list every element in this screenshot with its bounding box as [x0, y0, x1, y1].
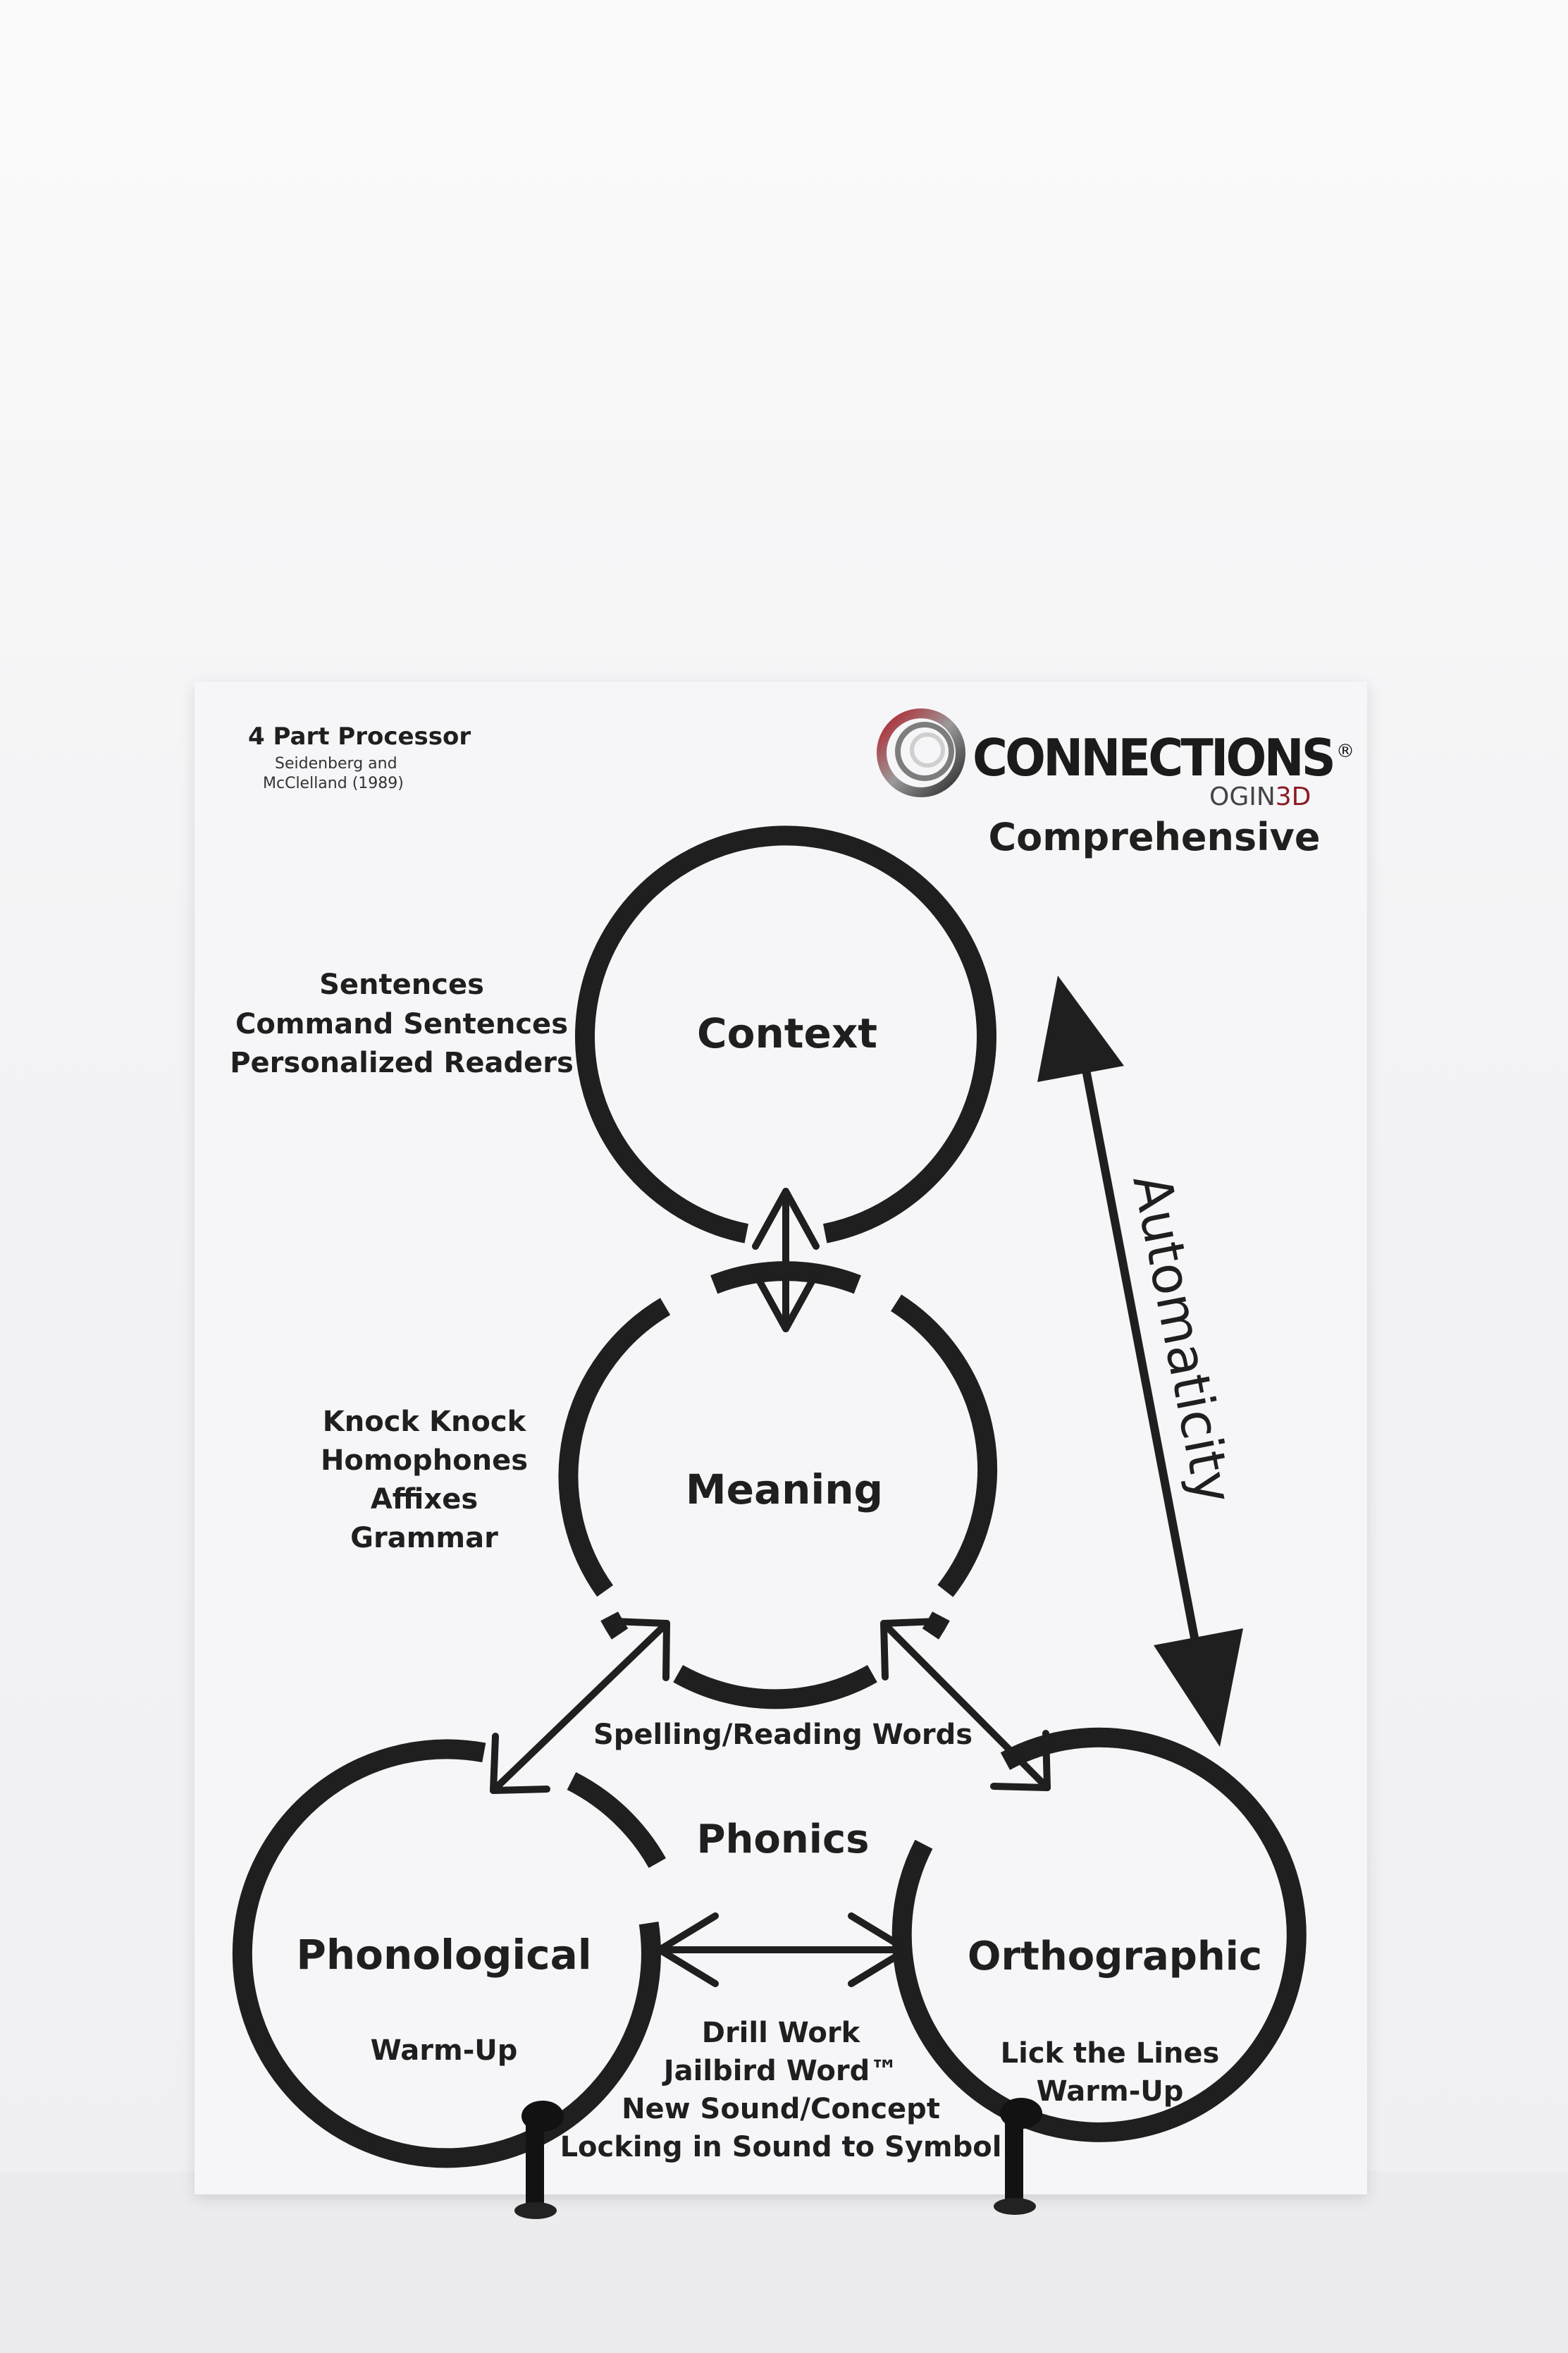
phonics-activities: Drill Work Jailbird Word™ New Sound/Conc… [560, 2017, 1002, 2163]
meaning-orthographic-arrow [880, 1618, 1051, 1791]
list-item: Warm-Up [371, 2034, 518, 2067]
brand-sub-part1: OGIN [1209, 782, 1276, 811]
context-label: Context [697, 1009, 877, 1057]
display-stand [514, 2098, 1042, 2219]
list-item: Personalized Readers [230, 1047, 574, 1079]
meaning-label: Meaning [686, 1466, 883, 1513]
context-activities: Sentences Command Sentences Personalized… [230, 969, 574, 1079]
automaticity-arrow [1037, 976, 1243, 1747]
spelling-reading-words-label: Spelling/Reading Words [593, 1719, 973, 1751]
brand-sub: OGIN3D [1209, 782, 1311, 811]
arrowhead-down-icon [1154, 1628, 1243, 1747]
citation-line-1: Seidenberg and [275, 755, 397, 773]
orthographic-label: Orthographic [968, 1934, 1262, 1979]
brand-sub-part2: 3D [1276, 782, 1311, 811]
list-item: Homophones [321, 1444, 528, 1477]
list-item: Grammar [350, 1522, 498, 1554]
list-item: Knock Knock [323, 1406, 527, 1438]
phonological-orthographic-arrow [656, 1912, 910, 1987]
list-item: Affixes [371, 1483, 478, 1516]
meaning-circle-upper-right [891, 1294, 997, 1597]
connections-logo: CONNECTIONS ® OGIN3D Comprehensive [877, 708, 1354, 859]
list-item: Warm-Up [1037, 2075, 1184, 2108]
list-item: Command Sentences [235, 1008, 568, 1040]
phonological-circle [232, 1739, 667, 2168]
meaning-activities: Knock Knock Homophones Affixes Grammar [321, 1406, 528, 1554]
arrowhead-up-icon [1037, 976, 1124, 1082]
diagram-title: 4 Part Processor [248, 723, 471, 751]
registered-mark: ® [1336, 741, 1354, 762]
logo-ring-inner-icon [895, 722, 954, 781]
list-item: Lick the Lines [1001, 2037, 1220, 2070]
list-item: Locking in Sound to Symbol [560, 2131, 1002, 2163]
citation-line-2: McClelland (1989) [263, 775, 404, 792]
list-item: Drill Work [702, 2017, 861, 2049]
list-item: New Sound/Concept [622, 2093, 940, 2125]
list-item: Sentences [319, 969, 484, 1001]
context-circle [575, 825, 996, 1243]
brand-tagline: Comprehensive [989, 815, 1321, 859]
phonics-label: Phonics [697, 1817, 870, 1862]
meaning-phonological-arrow [490, 1618, 670, 1794]
brand-name: CONNECTIONS [973, 728, 1333, 787]
phonological-label: Phonological [296, 1931, 591, 1979]
context-meaning-arrow [752, 1188, 820, 1332]
logo-ring-outer-icon [877, 708, 965, 797]
diagram-card [195, 682, 1367, 2194]
list-item: Jailbird Word™ [662, 2055, 898, 2087]
